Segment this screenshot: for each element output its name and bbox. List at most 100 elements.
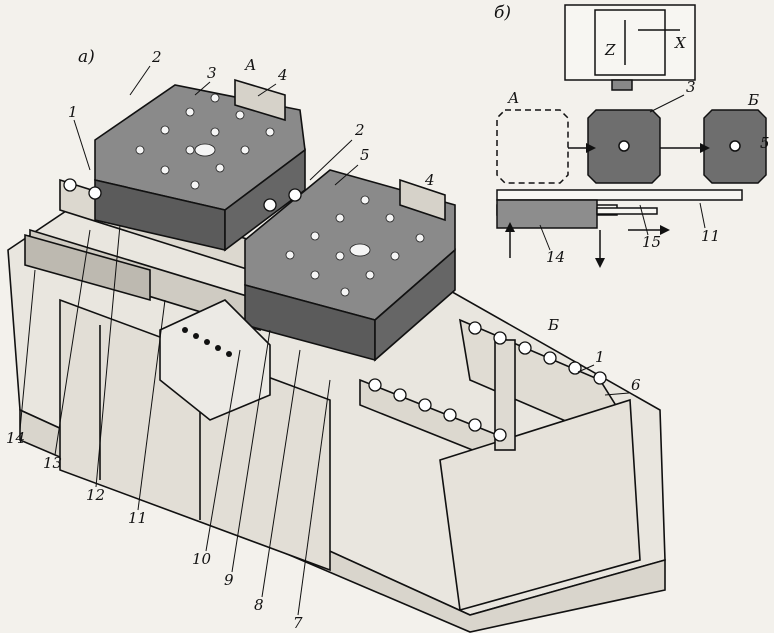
button-dot bbox=[193, 333, 199, 339]
leader bbox=[539, 224, 551, 251]
view-B-label-machine: Б bbox=[547, 316, 559, 334]
roller bbox=[568, 361, 582, 375]
hole bbox=[240, 145, 250, 155]
callout-11b: 11 bbox=[701, 227, 720, 245]
hole bbox=[135, 145, 145, 155]
leader bbox=[699, 202, 706, 229]
arrowhead bbox=[586, 143, 596, 153]
button-dot bbox=[204, 339, 210, 345]
roller bbox=[288, 188, 302, 202]
bracket-4-right bbox=[399, 178, 446, 222]
leader bbox=[604, 392, 630, 396]
arrowheads bbox=[505, 143, 710, 268]
callout-1a: 1 bbox=[68, 103, 78, 121]
callout-4b: 4 bbox=[424, 171, 435, 189]
arrowhead bbox=[660, 225, 670, 235]
callout-6: 6 bbox=[631, 376, 641, 394]
pallet-5-side-r bbox=[374, 248, 456, 362]
roller bbox=[518, 341, 532, 355]
callout-11a: 11 bbox=[128, 509, 147, 527]
leader bbox=[205, 349, 241, 552]
hole bbox=[385, 213, 395, 223]
hole bbox=[310, 231, 320, 241]
position-A-dashed bbox=[496, 109, 569, 184]
part-b-label: б) bbox=[494, 3, 511, 23]
leader bbox=[309, 139, 353, 181]
leader bbox=[257, 83, 277, 97]
roller bbox=[493, 331, 507, 345]
spindle-stem bbox=[611, 79, 633, 91]
roller bbox=[468, 321, 482, 335]
hole bbox=[360, 195, 370, 205]
axis-z-label: Z bbox=[604, 41, 616, 59]
hole bbox=[365, 270, 375, 280]
roller bbox=[393, 388, 407, 402]
leader bbox=[194, 81, 211, 96]
leader bbox=[577, 364, 595, 373]
axis-x-label: X bbox=[674, 34, 687, 52]
arrowhead bbox=[505, 222, 515, 232]
hole bbox=[335, 213, 345, 223]
callout-10: 10 bbox=[192, 550, 212, 568]
hole bbox=[265, 127, 275, 137]
roller bbox=[593, 371, 607, 385]
pallet-center-bore bbox=[349, 243, 371, 257]
hole bbox=[335, 251, 345, 261]
roller bbox=[418, 398, 432, 412]
callout-1b: 1 bbox=[595, 348, 605, 366]
hole bbox=[390, 251, 400, 261]
hole bbox=[185, 145, 195, 155]
part-b-schematic bbox=[496, 4, 767, 258]
leader bbox=[297, 379, 331, 616]
part-a-label: а) bbox=[78, 47, 95, 67]
view-A-label-machine: А bbox=[244, 56, 256, 74]
leader bbox=[334, 164, 359, 186]
leader bbox=[19, 269, 36, 431]
button-dot bbox=[182, 327, 188, 333]
roller bbox=[543, 351, 557, 365]
roller bbox=[493, 428, 507, 442]
hole bbox=[215, 163, 225, 173]
leader-lines bbox=[19, 65, 706, 616]
leader bbox=[129, 65, 151, 96]
roller bbox=[63, 178, 77, 192]
callout-2a: 2 bbox=[151, 48, 162, 66]
hole bbox=[310, 270, 320, 280]
base-skirt bbox=[19, 408, 666, 633]
leader bbox=[261, 349, 301, 598]
callout-4a: 4 bbox=[277, 66, 288, 84]
pallet-5-bore bbox=[729, 140, 741, 152]
hole bbox=[190, 180, 200, 190]
leader bbox=[639, 204, 649, 236]
machining-center-spindle bbox=[594, 9, 666, 76]
callout-2b: 2 bbox=[354, 121, 365, 139]
roller bbox=[88, 186, 102, 200]
callout-15: 15 bbox=[642, 233, 661, 251]
roller bbox=[468, 418, 482, 432]
pallet-holes bbox=[135, 93, 425, 297]
hole bbox=[160, 125, 170, 135]
hole bbox=[340, 287, 350, 297]
control-box-buttons bbox=[182, 327, 232, 357]
hole bbox=[160, 165, 170, 175]
callout-3a: 3 bbox=[207, 64, 217, 82]
hole bbox=[210, 127, 220, 137]
leader bbox=[137, 299, 166, 511]
leader bbox=[95, 224, 121, 488]
arrowhead bbox=[595, 258, 605, 268]
pallet-3-bore bbox=[618, 140, 630, 152]
callout-12: 12 bbox=[86, 486, 105, 504]
callout-14a: 14 bbox=[6, 429, 25, 447]
callout-5a: 5 bbox=[360, 146, 370, 164]
callout-3b: 3 bbox=[686, 78, 696, 96]
callout-14b: 14 bbox=[546, 248, 565, 266]
leader bbox=[649, 94, 685, 113]
view-A-label-schematic: А bbox=[507, 89, 519, 107]
hole bbox=[235, 110, 245, 120]
part-a-machine-drawing bbox=[7, 78, 666, 633]
callout-8: 8 bbox=[254, 596, 264, 614]
hole bbox=[415, 233, 425, 243]
support-frame bbox=[439, 398, 641, 612]
button-dot bbox=[215, 345, 221, 351]
callout-13: 13 bbox=[43, 454, 62, 472]
